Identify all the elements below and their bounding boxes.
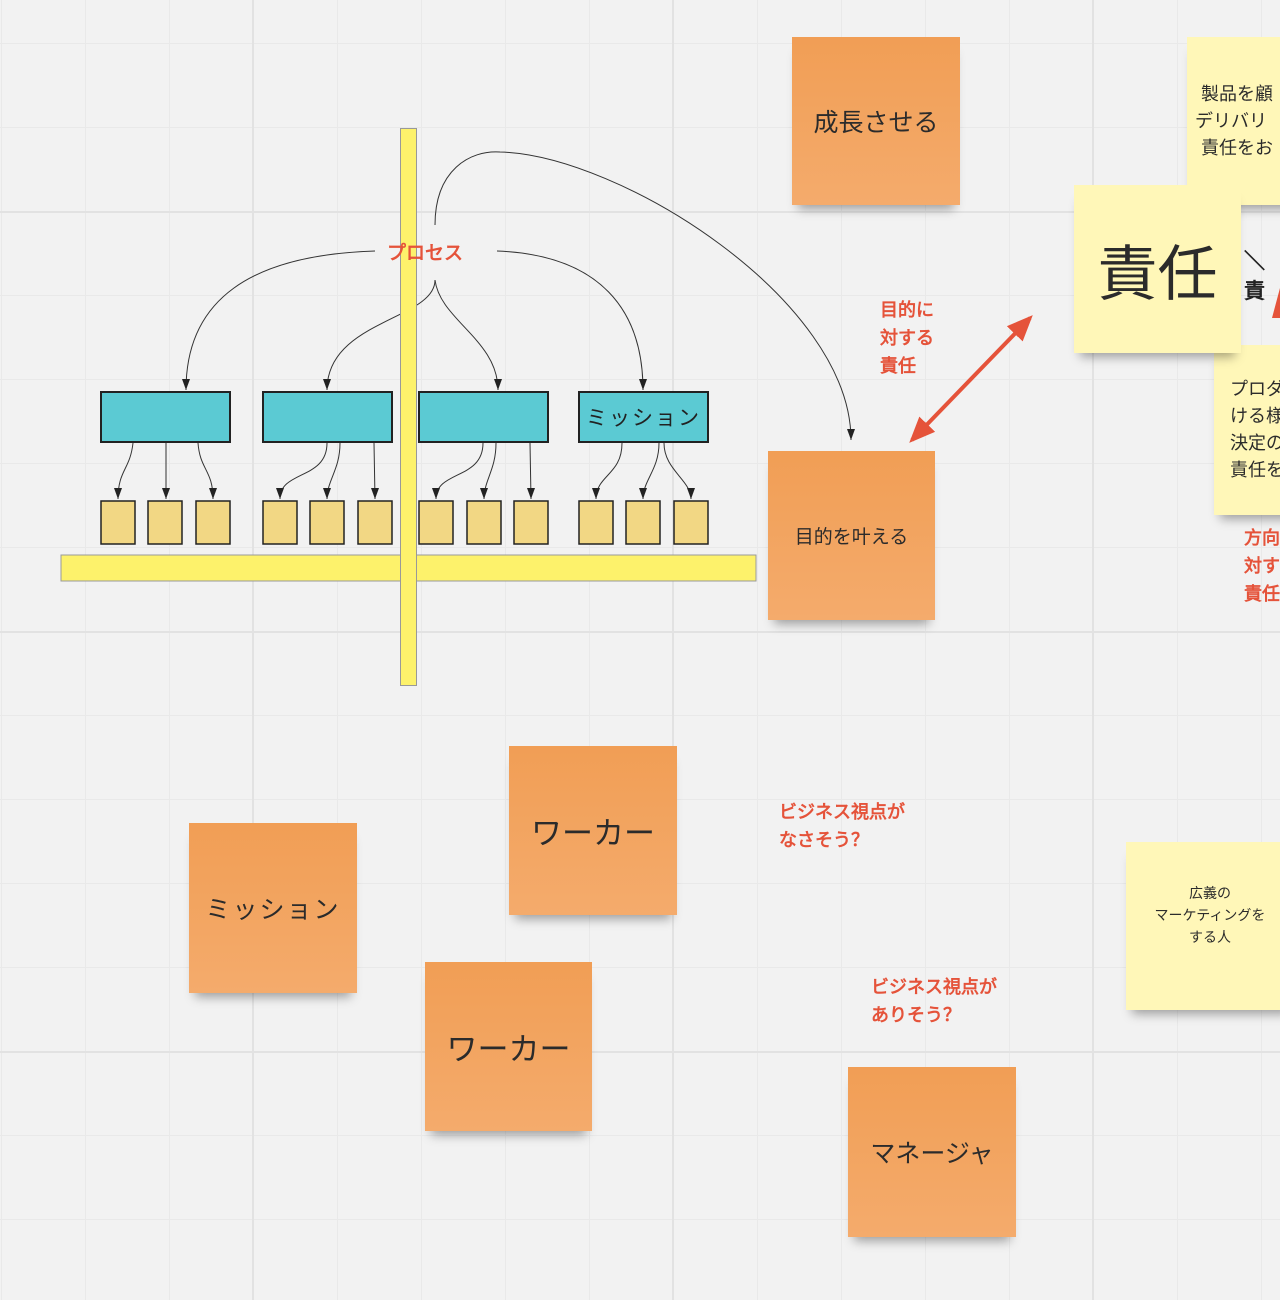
line: 責任を [1230, 460, 1280, 481]
line: デリバリ [1195, 110, 1267, 132]
line: ビジネス視点が [871, 977, 997, 998]
line: 方向 [1244, 528, 1280, 549]
vertical-bar [400, 128, 417, 686]
process-label: プロセス [387, 242, 464, 264]
has-business-view-note: ビジネス視点がありそう？ [871, 974, 997, 1030]
line: 決定の [1230, 433, 1280, 454]
sticky-product-decision[interactable]: プロダける様決定の責任を [1214, 345, 1280, 515]
line: 対す [1244, 556, 1280, 577]
cyan-boxes [100, 391, 709, 443]
sticky-mission[interactable]: ミッション [189, 823, 357, 993]
small-boxes [100, 500, 709, 545]
line: 広義の [1189, 886, 1231, 902]
sticky-product-delivery[interactable]: 製品を顧デリバリ責任をお [1187, 37, 1280, 205]
sticky-broad-marketing[interactable]: 広義のマーケティングをする人 [1126, 842, 1280, 1010]
no-business-view-note: ビジネス視点がなさそう？ [779, 799, 905, 855]
line: プロダ [1230, 379, 1280, 400]
line: ありそう？ [871, 1005, 961, 1026]
connectors [114, 151, 855, 500]
direction-responsibility-note: 方向対す責任 [1244, 525, 1280, 609]
line: マーケティングを [1154, 908, 1266, 924]
sticky-grow[interactable]: 成長させる [792, 37, 960, 205]
sticky-worker-2[interactable]: ワーカー [425, 962, 592, 1131]
sticky-worker-1[interactable]: ワーカー [509, 746, 677, 915]
sticky-responsibility[interactable]: 責任 [1074, 185, 1241, 353]
double-arrow [909, 315, 1033, 443]
cyan-box [418, 391, 549, 443]
line: 対する [880, 328, 934, 349]
partial-arrow [1272, 288, 1280, 318]
line: 目的に [880, 300, 934, 321]
line: ビジネス視点が [779, 802, 905, 823]
line: する人 [1189, 930, 1231, 946]
line: ける様 [1230, 406, 1280, 427]
sticky-fulfill-purpose[interactable]: 目的を叶える [768, 451, 935, 620]
line: 責任 [1244, 584, 1280, 605]
line: なさそう？ [779, 830, 869, 851]
cyan-box-mission [578, 391, 709, 443]
cyan-box [262, 391, 393, 443]
cyan-box-mission-label: ミッション [586, 406, 701, 430]
responsibility-callout: ＼責 [1244, 249, 1265, 303]
line: 責任をお [1201, 137, 1273, 159]
sticky-manager[interactable]: マネージャ [848, 1067, 1016, 1237]
purpose-responsibility-note: 目的に対する責任 [880, 297, 934, 381]
cyan-box [100, 391, 231, 443]
line: 責任 [880, 356, 916, 377]
line: 製品を顧 [1201, 83, 1273, 105]
